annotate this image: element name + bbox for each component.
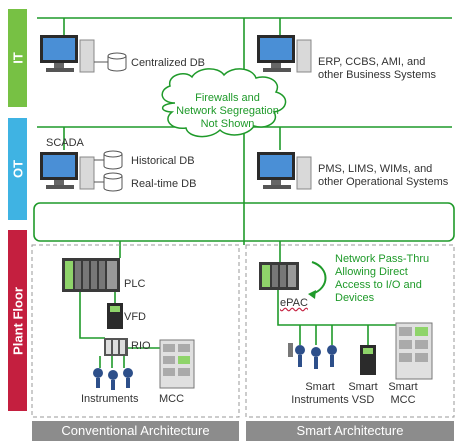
pass-thru-arrow [311, 261, 327, 295]
plant-network-ring [33, 202, 455, 242]
cloud-line1: Firewalls and [195, 92, 260, 104]
operational-systems-line2: other Operational Systems [318, 176, 449, 188]
scada-computer [40, 152, 95, 190]
cloud-line2: Network Segregation [176, 105, 279, 117]
operational-systems-line1: PMS, LIMS, WIMs, and [318, 163, 433, 175]
smart-box [245, 244, 455, 418]
smart-instruments [288, 343, 337, 369]
plant-floor-band: Plant Floor [8, 230, 27, 411]
smart-vsd-device [360, 345, 376, 375]
business-systems-line1: ERP, CCBS, AMI, and [318, 56, 426, 68]
historical-db-label: Historical DB [131, 155, 195, 167]
smart-vsd-line1: Smart [348, 381, 378, 393]
db-cylinders [94, 52, 127, 192]
conventional-architecture-footer: Conventional Architecture [32, 421, 239, 441]
rio-device [104, 338, 128, 356]
pass-thru-note-line3: Access to I/O and [335, 279, 422, 291]
pass-thru-note-line2: Allowing Direct [335, 266, 408, 278]
smart-instruments-drops [299, 325, 333, 345]
plc-to-rio-line [79, 292, 105, 339]
rio-label: RIO [131, 340, 151, 352]
vfd-device [107, 303, 123, 329]
smart-mcc-cabinet [395, 322, 433, 380]
plc-label: PLC [124, 278, 146, 290]
vfd-label: VFD [124, 311, 146, 323]
epac-label: ePAC [280, 297, 308, 309]
mcc-label: MCC [159, 393, 185, 405]
pass-thru-arrowhead [308, 290, 316, 299]
smart-architecture-footer: Smart Architecture [246, 421, 454, 441]
mcc-cabinet [159, 339, 195, 389]
smart-mcc-line1: Smart [388, 381, 418, 393]
smart-mcc-line2: MCC [390, 394, 416, 406]
centralized-server-computer [40, 35, 95, 73]
smart-vsd-line2: VSD [351, 394, 375, 406]
pass-thru-note-line4: Devices [335, 292, 375, 304]
scada-label: SCADA [46, 137, 84, 149]
realtime-db-label: Real-time DB [131, 178, 197, 190]
cloud-line3: Not Shown [200, 118, 255, 130]
conventional-box [31, 244, 240, 418]
firewall-cloud [161, 68, 287, 138]
plc-rack [62, 258, 120, 292]
business-systems-line2: other Business Systems [318, 69, 436, 81]
it-layer-band: IT [8, 9, 27, 107]
centralized-db-label: Centralized DB [131, 57, 205, 69]
pass-thru-note-line1: Network Pass-Thru [335, 253, 430, 265]
smart-instruments-line2: Instruments [291, 394, 349, 406]
operational-systems-computer [257, 152, 312, 190]
epac-rack [259, 262, 299, 290]
rio-to-instruments-lines [99, 356, 125, 368]
ot-layer-band: OT [8, 118, 27, 220]
business-systems-computer [257, 35, 312, 73]
smart-instruments-line1: Smart [305, 381, 335, 393]
instruments-label: Instruments [81, 393, 139, 405]
conventional-instruments [93, 368, 133, 390]
